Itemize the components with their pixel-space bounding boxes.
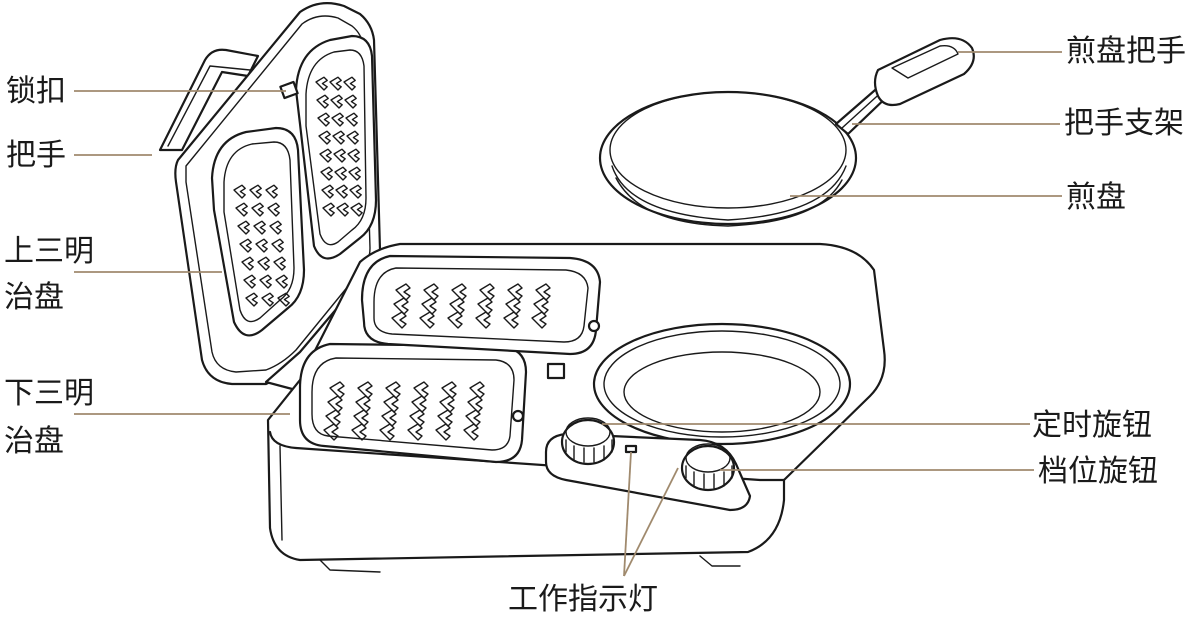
plate-ridge (233, 184, 246, 199)
plate-ridge (419, 311, 435, 329)
lower-plate-right (360, 254, 602, 356)
base (266, 242, 886, 573)
plate-ridge (275, 274, 288, 289)
leader-indicator-a (623, 451, 632, 577)
plate-ridge (333, 148, 346, 163)
plate-ridge (319, 148, 332, 163)
plate-ridge (336, 202, 349, 217)
label-level-knob: 档位旋钮 (1038, 454, 1158, 489)
plate-ridge (391, 311, 407, 329)
label-upper-plate-line2: 治盘 (4, 280, 64, 315)
plate-ridge (329, 76, 342, 91)
plate-ridge (269, 220, 282, 235)
plate-ridge (475, 311, 491, 329)
plate-ridge (237, 220, 250, 235)
frying-pan (598, 37, 975, 227)
lower-plate-pattern (323, 283, 551, 441)
plate-ridge (351, 423, 367, 441)
label-pan: 煎盘 (1066, 180, 1126, 215)
plate-ridge (347, 148, 360, 163)
plate-ridge (435, 423, 451, 441)
plate-ridge (241, 256, 254, 271)
plate-ridge (344, 94, 357, 109)
label-handle: 把手 (6, 138, 66, 173)
plate-ridge (320, 166, 333, 181)
plate-ridge (315, 76, 328, 91)
upper-plate-pattern (233, 76, 363, 307)
label-timer-knob: 定时旋钮 (1032, 408, 1152, 443)
plate-ridge (259, 274, 272, 289)
plate-ridge (350, 202, 363, 217)
label-pan-handle: 煎盘把手 (1066, 34, 1186, 69)
plate-ridge (348, 166, 361, 181)
plate-ridge (273, 256, 286, 271)
plate-ridge (318, 130, 331, 145)
leader-lines (74, 51, 1062, 577)
plate-ridge (255, 238, 268, 253)
plate-ridge (334, 166, 347, 181)
timer-knob-shape (560, 418, 616, 466)
plate-ridge (531, 311, 547, 329)
level-knob-shape (680, 444, 736, 492)
plate-ridge (331, 112, 344, 127)
pan-handle-shape (873, 37, 975, 107)
plate-ridge (407, 423, 423, 441)
leader-indicator-b (623, 467, 679, 577)
plate-ridge (317, 112, 330, 127)
plate-ridge (243, 274, 256, 289)
plate-ridge (245, 292, 258, 307)
plate-ridge (251, 202, 264, 217)
plate-ridge (379, 423, 395, 441)
label-lower-plate-line2: 治盘 (4, 424, 64, 459)
plate-ridge (447, 311, 463, 329)
label-indicator-light: 工作指示灯 (508, 582, 658, 617)
plate-ridge (345, 112, 358, 127)
plate-ridge (271, 238, 284, 253)
plate-ridge (235, 202, 248, 217)
pan-well (592, 322, 852, 446)
label-upper-plate-line1: 上三明 (4, 234, 94, 269)
plate-ridge (316, 94, 329, 109)
plate-ridge (265, 184, 278, 199)
label-lower-plate-line1: 下三明 (4, 376, 94, 411)
plate-ridge (323, 423, 339, 441)
plate-ridge (257, 256, 270, 271)
label-lock: 锁扣 (6, 74, 66, 109)
label-handle-bracket: 把手支架 (1064, 106, 1184, 141)
plate-ridge (249, 184, 262, 199)
plate-ridge (267, 202, 280, 217)
plate-ridge (349, 184, 362, 199)
plate-ridge (332, 130, 345, 145)
plate-ridge (346, 130, 359, 145)
plate-ridge (335, 184, 348, 199)
plate-ridge (503, 311, 519, 329)
indicator-light-shape (624, 444, 638, 454)
plate-ridge (330, 94, 343, 109)
plate-ridge (322, 202, 335, 217)
lock-latch (279, 80, 299, 100)
plate-ridge (343, 76, 356, 91)
plate-ridge (463, 423, 479, 441)
plate-ridge (261, 292, 274, 307)
plate-ridge (253, 220, 266, 235)
plate-ridge (321, 184, 334, 199)
plate-ridge (277, 292, 290, 307)
plate-ridge (239, 238, 252, 253)
lid-handle-shape (158, 48, 260, 152)
